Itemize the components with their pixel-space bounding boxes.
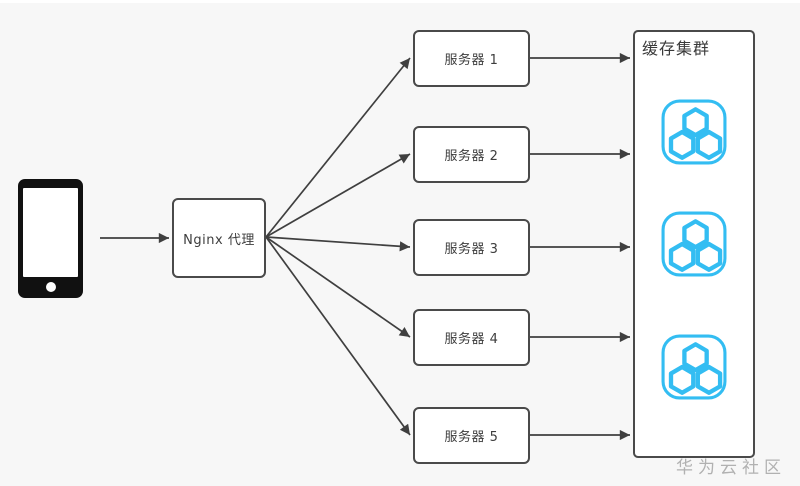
server-label-2: 服务器 2	[444, 149, 499, 164]
arrow-proxy-to-server-1	[265, 57, 411, 238]
phone-home-button	[46, 282, 56, 292]
arrow-proxy-to-server-4	[265, 236, 411, 338]
arrow-proxy-to-server-2	[265, 153, 411, 238]
nginx-proxy-node: Nginx 代理	[172, 198, 266, 278]
server-node-4: 服务器 4	[413, 309, 530, 366]
server-label-1: 服务器 1	[444, 53, 499, 68]
cache-cluster-title: 缓存集群	[642, 39, 711, 58]
hexagon-cluster-icon	[661, 211, 727, 277]
hexagon-cluster-icon	[661, 99, 727, 165]
mobile-phone-icon	[18, 179, 83, 298]
nginx-proxy-label: Nginx 代理	[183, 232, 255, 248]
hexagon-cluster-icon	[661, 334, 727, 400]
server-node-3: 服务器 3	[413, 219, 530, 276]
cache-cluster-container: 缓存集群	[633, 30, 755, 458]
server-label-3: 服务器 3	[444, 242, 499, 257]
server-node-2: 服务器 2	[413, 126, 530, 183]
arrow-proxy-to-server-3	[265, 236, 411, 252]
phone-screen	[23, 188, 78, 277]
server-label-5: 服务器 5	[444, 430, 499, 445]
server-node-1: 服务器 1	[413, 30, 530, 87]
server-node-5: 服务器 5	[413, 407, 530, 464]
server-label-4: 服务器 4	[444, 332, 499, 347]
arrow-proxy-to-server-5	[265, 236, 411, 436]
watermark-text: 华为云社区	[676, 458, 786, 478]
